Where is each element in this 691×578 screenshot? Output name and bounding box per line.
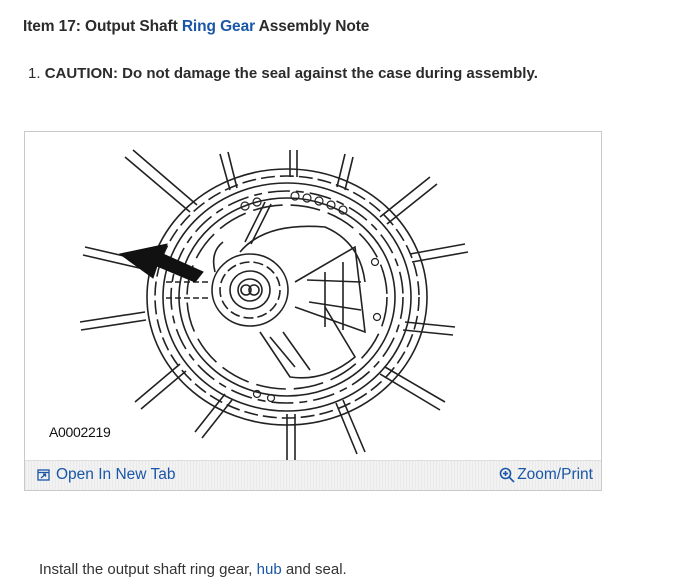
- seal-holes: [240, 191, 382, 403]
- zoom-print-button[interactable]: Zoom/Print: [499, 466, 593, 484]
- figure-toolbar: Open In New Tab Zoom/Print: [25, 460, 601, 490]
- inner-hub: [165, 201, 366, 379]
- open-in-new-tab-icon: [37, 469, 50, 481]
- ring-gear-link[interactable]: Ring Gear: [181, 18, 256, 35]
- instruction-suffix: and seal.: [281, 561, 347, 578]
- caution-text: CAUTION: Do not damage the seal against …: [44, 65, 538, 82]
- outer-rings: [146, 168, 428, 426]
- hub-link[interactable]: hub: [256, 561, 282, 578]
- step-number: 1.: [28, 65, 45, 82]
- heading-prefix: Item 17: Output Shaft: [23, 18, 182, 35]
- radial-spokes: [79, 149, 469, 460]
- pointer-arrow: [118, 243, 204, 283]
- ring-gear-illustration: [79, 149, 469, 460]
- figure-panel: A0002219 Open In New Tab Zoo: [24, 131, 602, 491]
- figure-label: A0002219: [49, 424, 111, 440]
- instruction-text: Install the output shaft ring gear, hub …: [39, 561, 347, 578]
- instruction-prefix: Install the output shaft ring gear,: [39, 561, 257, 578]
- step-1: 1. CAUTION: Do not damage the seal again…: [28, 65, 538, 82]
- magnifier-plus-icon: [499, 467, 515, 483]
- zoom-print-label: Zoom/Print: [517, 466, 593, 483]
- open-in-new-tab-button[interactable]: Open In New Tab: [37, 466, 175, 484]
- heading-suffix: Assembly Note: [255, 18, 370, 35]
- page-title: Item 17: Output Shaft Ring Gear Assembly…: [23, 18, 369, 36]
- open-in-new-tab-label: Open In New Tab: [56, 466, 176, 483]
